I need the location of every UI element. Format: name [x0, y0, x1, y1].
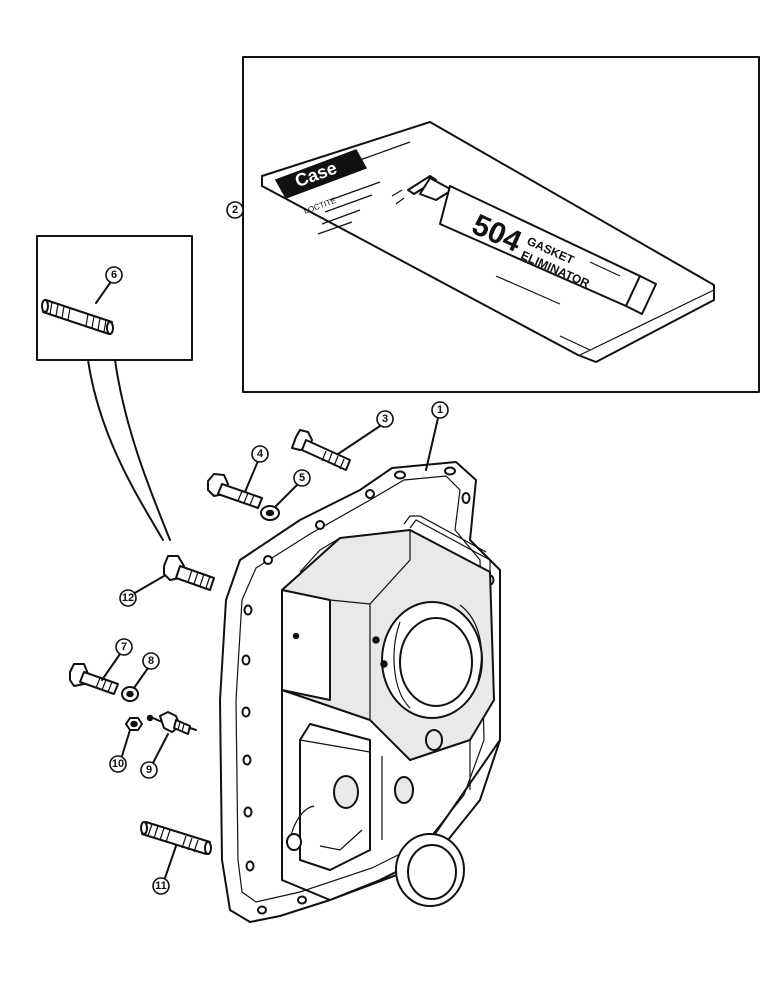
upper-bore [381, 601, 483, 719]
nut-part-10 [125, 717, 143, 731]
svg-text:5: 5 [299, 472, 305, 484]
callout-5: 5 [293, 469, 311, 487]
bolt-part-7 [69, 663, 119, 695]
switch-part-9 [146, 711, 197, 735]
stud-part-11 [140, 821, 212, 855]
sealant-package: Case LOCTITE 504 GASKET ELIMINATOR [261, 121, 715, 363]
svg-text:9: 9 [146, 764, 152, 776]
svg-text:6: 6 [111, 269, 117, 281]
callout-7: 7 [115, 638, 133, 656]
bolt-part-4 [207, 473, 263, 509]
svg-text:2: 2 [232, 204, 238, 216]
stud-part-6 [41, 299, 114, 335]
callout-4: 4 [251, 445, 269, 463]
svg-text:12: 12 [122, 592, 134, 604]
svg-text:7: 7 [121, 641, 127, 653]
svg-text:1: 1 [437, 404, 443, 416]
callout-8: 8 [142, 652, 160, 670]
callout-11: 11 [152, 877, 170, 895]
svg-text:3: 3 [382, 413, 388, 425]
bolt-part-12 [163, 555, 215, 591]
svg-text:4: 4 [257, 448, 264, 460]
bolt-part-3 [291, 429, 351, 471]
sealant-inset: Case LOCTITE 504 GASKET ELIMINATOR [226, 56, 760, 393]
housing-part-1 [219, 461, 501, 923]
svg-text:8: 8 [148, 655, 154, 667]
callout-3: 3 [376, 410, 394, 428]
svg-text:11: 11 [155, 880, 167, 892]
callout-2: 2 [226, 201, 244, 219]
flange-bolt-holes [241, 466, 495, 915]
svg-text:10: 10 [112, 758, 124, 770]
callout-1: 1 [431, 401, 449, 419]
sealant-tube [391, 175, 657, 315]
callout-12: 12 [119, 589, 137, 607]
brand-block [274, 149, 368, 199]
stud-inset: 6 [36, 235, 193, 541]
washer-part-8 [121, 686, 139, 702]
callout-6: 6 [105, 266, 123, 284]
lower-bore [395, 833, 465, 907]
washer-part-5 [260, 505, 280, 521]
callout-10: 10 [109, 755, 127, 773]
callout-9: 9 [140, 761, 158, 779]
